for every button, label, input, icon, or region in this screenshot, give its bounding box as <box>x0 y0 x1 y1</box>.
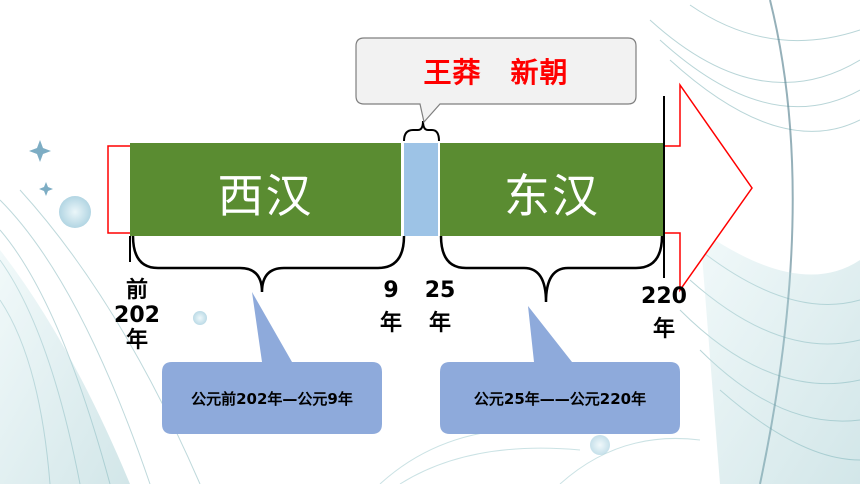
year-label-220: 220 年 <box>636 284 692 342</box>
year-9-line1: 9 <box>383 278 399 303</box>
year-label-9: 9 年 <box>374 278 408 336</box>
year-25-line2: 年 <box>428 311 451 336</box>
xihan-range-callout-bubble <box>162 292 382 434</box>
xihan-brace <box>131 235 406 293</box>
xihan-label: 西汉 <box>217 169 314 223</box>
xinchao-bar <box>404 143 438 236</box>
xihan-bar <box>130 143 401 236</box>
year-start-line1: 前 <box>125 278 148 303</box>
donghan-range-text: 公元25年——公元220年 <box>473 389 647 408</box>
year-start-line2: 202 <box>114 303 160 328</box>
timeline-arrowhead-outline <box>664 82 753 293</box>
year-220-line2: 年 <box>652 317 675 342</box>
year-label-start: 前 202 年 <box>112 278 162 353</box>
year-label-25: 25 年 <box>420 278 460 336</box>
timeline-arrow-outline <box>107 145 130 234</box>
donghan-brace <box>439 235 664 303</box>
xinchao-callout-bubble <box>355 37 637 124</box>
year-25-line1: 25 <box>424 278 456 303</box>
donghan-range-callout-bubble <box>440 306 680 434</box>
xihan-range-text: 公元前202年—公元9年 <box>191 389 353 408</box>
year-start-line3: 年 <box>125 328 148 353</box>
year-220-line1: 220 <box>641 284 687 309</box>
donghan-label: 东汉 <box>504 169 600 223</box>
xinchao-brace <box>403 120 440 142</box>
year-9-line2: 年 <box>379 311 402 336</box>
xinchao-callout-text: 王莽 新朝 <box>423 56 569 89</box>
donghan-bar <box>440 143 664 236</box>
